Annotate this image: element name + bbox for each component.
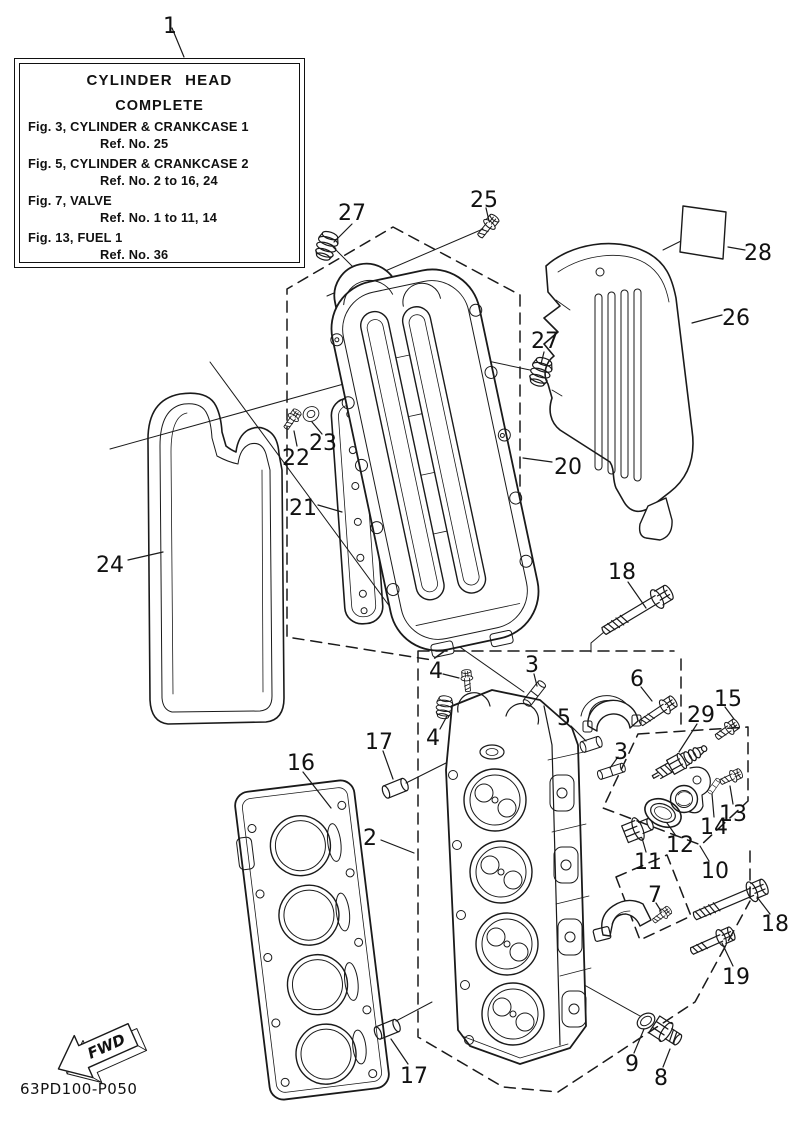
callout-13: 13 bbox=[719, 802, 747, 827]
assembly-boxes bbox=[286, 226, 751, 1093]
part-20-valve-cover bbox=[330, 262, 540, 658]
info-box-fig-3: Fig. 7, VALVE bbox=[28, 193, 112, 208]
info-box-fig-2: Fig. 5, CYLINDER & CRANKCASE 2 bbox=[28, 156, 249, 171]
part-18-bolt-a bbox=[597, 581, 677, 642]
part-16-head-gasket bbox=[234, 779, 390, 1101]
callout-18-a: 18 bbox=[608, 560, 636, 585]
part-22-screw bbox=[280, 406, 304, 433]
part-12-seal bbox=[644, 797, 682, 829]
part-13-bolt bbox=[717, 766, 745, 789]
info-box-ref-4: Ref. No. 36 bbox=[100, 247, 169, 262]
callout-28: 28 bbox=[744, 241, 772, 266]
part-28-sticker bbox=[679, 205, 727, 260]
callout-14: 14 bbox=[700, 815, 728, 840]
part-15-bolt bbox=[711, 716, 743, 744]
callout-3-b: 3 bbox=[614, 740, 628, 765]
info-box-fig-1: Fig. 3, CYLINDER & CRANKCASE 1 bbox=[28, 119, 249, 134]
callout-23: 23 bbox=[309, 431, 337, 456]
callout-20: 20 bbox=[554, 455, 582, 480]
callout-27-a: 27 bbox=[338, 201, 366, 226]
callout-17-b: 17 bbox=[400, 1064, 428, 1089]
callout-10: 10 bbox=[701, 859, 729, 884]
part-26-shroud bbox=[543, 242, 694, 541]
part-27-grommet-a bbox=[312, 228, 342, 264]
callout-24: 24 bbox=[96, 553, 124, 578]
drawing-code: 63PD100-P050 bbox=[20, 1080, 137, 1098]
leader-lines bbox=[127, 27, 771, 1068]
callout-3-a: 3 bbox=[525, 653, 539, 678]
info-box: CYLINDER HEAD COMPLETE Fig. 3, CYLINDER … bbox=[14, 58, 305, 268]
info-box-inner: CYLINDER HEAD COMPLETE Fig. 3, CYLINDER … bbox=[19, 63, 300, 263]
part-9-washer bbox=[636, 1012, 656, 1030]
part-seal-retainer bbox=[580, 695, 642, 733]
part-8-drain-bolt bbox=[647, 1014, 687, 1051]
callout-8: 8 bbox=[654, 1066, 668, 1091]
callout-labels: 1 27 25 28 26 27 22 23 20 21 24 18 4 3 6… bbox=[96, 14, 789, 1091]
part-4-bolt bbox=[459, 668, 475, 693]
part-7-clamp bbox=[592, 899, 652, 942]
info-box-fig-4: Fig. 13, FUEL 1 bbox=[28, 230, 123, 245]
part-23-washer bbox=[299, 403, 323, 425]
callout-4-b: 4 bbox=[426, 726, 440, 751]
info-box-ref-1: Ref. No. 25 bbox=[100, 136, 169, 151]
callout-4-a: 4 bbox=[429, 659, 443, 684]
valve-cover-box bbox=[286, 226, 521, 661]
callout-22: 22 bbox=[282, 446, 310, 471]
callout-19: 19 bbox=[722, 965, 750, 990]
part-24-gasket bbox=[147, 392, 285, 725]
callout-17-a: 17 bbox=[365, 730, 393, 755]
clamp-box bbox=[615, 854, 692, 941]
part-17-dowel-a bbox=[380, 776, 411, 800]
cylinder-head-box bbox=[417, 650, 751, 1093]
callout-6: 6 bbox=[630, 667, 644, 692]
info-box-ref-2: Ref. No. 2 to 16, 24 bbox=[100, 173, 218, 188]
callout-7: 7 bbox=[648, 883, 662, 908]
callout-27-b: 27 bbox=[531, 329, 559, 354]
callout-11: 11 bbox=[634, 850, 662, 875]
callout-1: 1 bbox=[163, 14, 177, 39]
callout-21: 21 bbox=[289, 496, 317, 521]
callout-2: 2 bbox=[363, 826, 377, 851]
info-box-subtitle: COMPLETE bbox=[115, 98, 204, 114]
info-box-ref-3: Ref. No. 1 to 11, 14 bbox=[100, 210, 218, 225]
info-box-title: CYLINDER HEAD bbox=[86, 72, 233, 89]
callout-26: 26 bbox=[722, 306, 750, 331]
callout-16: 16 bbox=[287, 751, 315, 776]
part-19-bolt bbox=[686, 923, 738, 961]
callout-18-b: 18 bbox=[761, 912, 789, 937]
part-2-cylinder-head bbox=[445, 689, 592, 1065]
callout-15: 15 bbox=[714, 687, 742, 712]
callout-25: 25 bbox=[470, 188, 498, 213]
plug-assembly-box bbox=[602, 726, 749, 846]
callout-12: 12 bbox=[666, 833, 694, 858]
part-6-bolt bbox=[635, 692, 681, 731]
callout-9: 9 bbox=[625, 1052, 639, 1077]
callout-5: 5 bbox=[557, 706, 571, 731]
callout-29: 29 bbox=[687, 703, 715, 728]
